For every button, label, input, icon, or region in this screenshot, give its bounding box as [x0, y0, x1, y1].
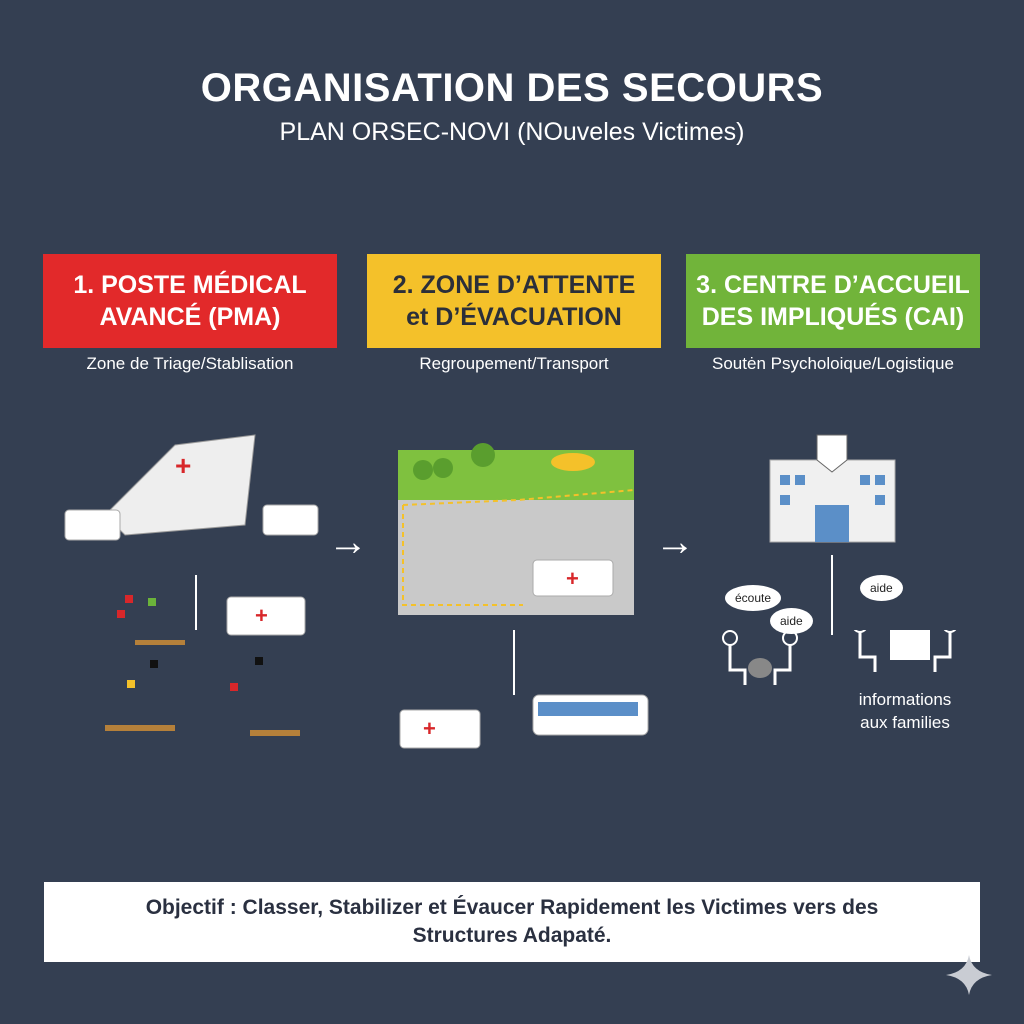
step-pma-line1: 1. POSTE MÉDICAL: [73, 271, 307, 299]
ambulance-icon: [399, 709, 481, 749]
speech-bubble: aide: [860, 575, 903, 601]
speech-bubble: écoute: [725, 585, 782, 611]
ambulance-icon: [226, 596, 306, 636]
page-title: ORGANISATION DES SECOURS: [200, 66, 824, 110]
svg-text:+: +: [423, 716, 436, 741]
right-arrow-icon: →: [655, 520, 695, 564]
objective-line1: Objectif : Classer, Stabilizer et Évauce…: [145, 896, 879, 919]
ambulance-icon: [262, 504, 319, 536]
step-zone-line1: 2. ZONE D’ATTENTE: [392, 271, 636, 299]
ambulance-icon: [64, 509, 121, 541]
step-zone-line2: et D’ÉVACUATION: [406, 303, 622, 331]
step-cai-caption: Soutėn Psycholoique/Logistique: [712, 354, 954, 373]
step-pma-box: 1. POSTE MÉDICAL AVANCÉ (PMA): [43, 254, 337, 348]
svg-text:+: +: [255, 603, 268, 628]
family-info-line2: aux families: [860, 713, 950, 732]
speech-bubble: aide: [770, 608, 813, 634]
right-arrow-icon: →: [328, 520, 368, 564]
svg-text:+: +: [175, 450, 191, 481]
ambulance-icon: [532, 559, 614, 597]
objective-banner: Objectif : Classer, Stabilizer et Évauce…: [44, 882, 980, 962]
sparkle-icon: [946, 955, 992, 995]
zone-illustration: + +: [398, 443, 649, 749]
page-subtitle: PLAN ORSEC-NOVI (NOuveles Victimes): [279, 118, 745, 146]
family-info-text: informations aux families: [840, 688, 970, 734]
step-zone-box: 2. ZONE D’ATTENTE et D’ÉVACUATION: [367, 254, 661, 348]
counseling-people-icon: [722, 630, 957, 685]
pma-illustration: + +: [64, 434, 319, 736]
building-icon: [769, 434, 896, 543]
family-info-line1: informations: [858, 690, 952, 709]
objective-line2: Structures Adapaté.: [412, 924, 612, 947]
step-zone-caption: Regroupement/Transport: [419, 354, 609, 373]
helicopter-icon: [551, 453, 595, 471]
svg-text:+: +: [566, 566, 579, 591]
step-pma-caption: Zone de Triage/Stablisation: [86, 354, 294, 373]
step-cai-line2: DES IMPLIQUÉS (CAI): [701, 303, 965, 331]
step-pma-line2: AVANCÉ (PMA): [99, 303, 281, 331]
tent-icon: [104, 434, 256, 536]
down-arrow-icon: [831, 555, 833, 635]
step-cai-box: 3. CENTRE D’ACCUEIL DES IMPLIQUÉS (CAI): [686, 254, 980, 348]
step-cai-line1: 3. CENTRE D’ACCUEIL: [696, 271, 970, 299]
